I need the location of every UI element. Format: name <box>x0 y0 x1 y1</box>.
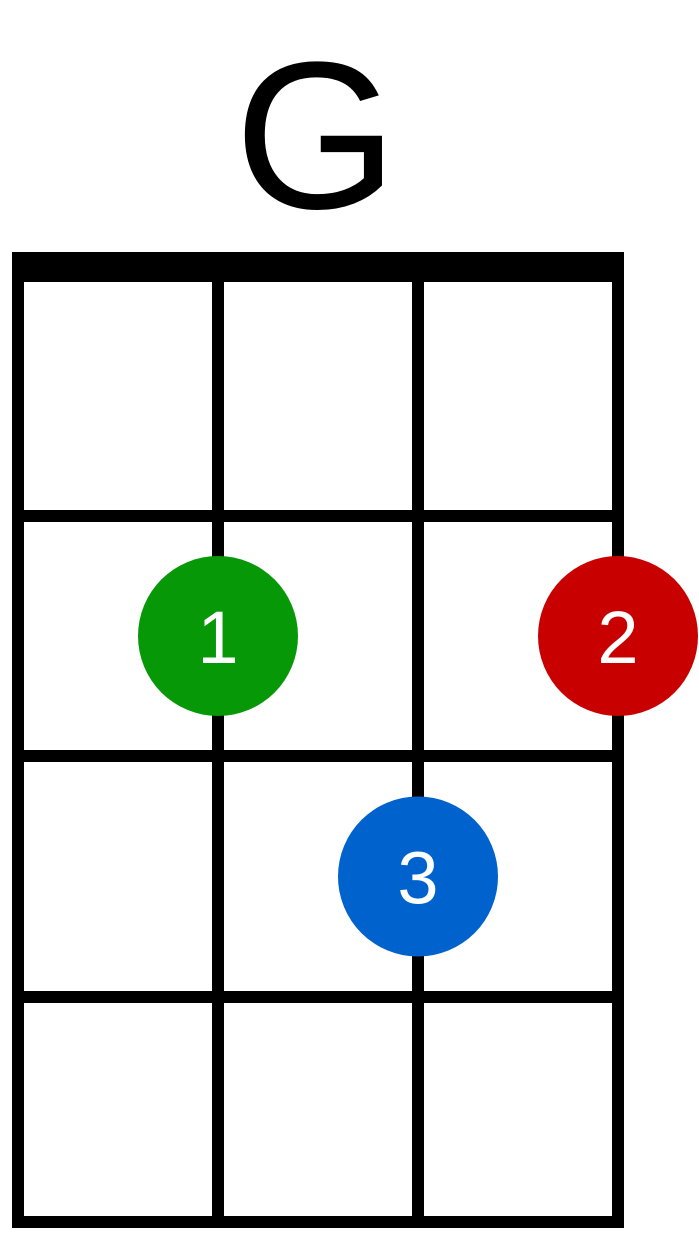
nut-bar <box>12 252 624 282</box>
finger-number: 1 <box>197 596 238 679</box>
finger-marker-1: 1 <box>138 556 298 716</box>
chord-name: G <box>234 18 397 253</box>
finger-dot <box>338 796 498 957</box>
finger-marker-2: 2 <box>538 556 698 716</box>
finger-marker-3: 3 <box>338 796 498 957</box>
finger-number: 3 <box>397 837 438 920</box>
finger-markers: 1 2 3 <box>138 556 698 957</box>
finger-number: 2 <box>597 596 638 679</box>
fretboard-grid <box>12 252 624 1228</box>
finger-dot <box>138 556 298 716</box>
finger-dot <box>538 556 698 716</box>
